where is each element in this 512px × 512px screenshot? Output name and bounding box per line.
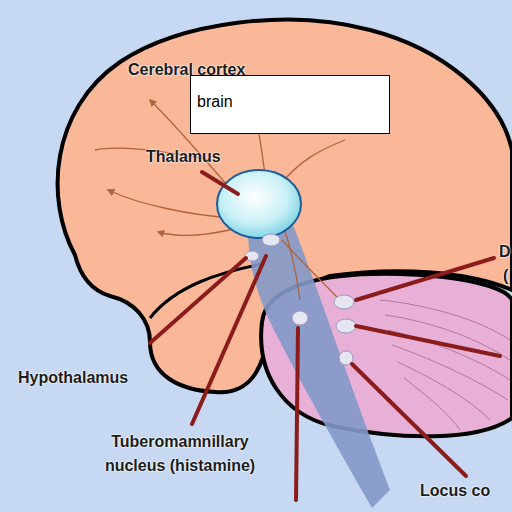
box-text: brain [197,92,389,112]
brainstem [248,222,390,508]
nucleus-label: Locus co [420,481,490,501]
nucleus-label: Tuberomamnillary nucleus (histamine) [100,430,260,478]
overlay-box: brain [190,75,390,134]
nucleus-label: D [499,242,511,262]
nuclei [245,234,356,365]
thalamus [217,170,301,238]
leader-lines [150,172,500,500]
structure-label: Hypothalamus [18,368,128,388]
nucleus-label: ( [503,266,508,286]
structure-label: Thalamus [146,147,221,167]
